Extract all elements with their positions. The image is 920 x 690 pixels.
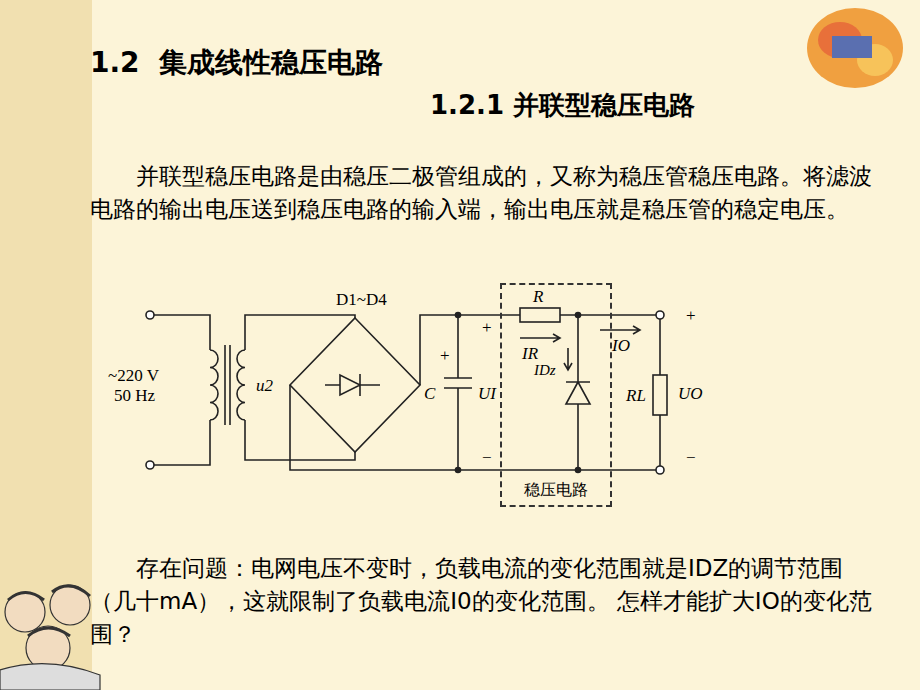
wires bbox=[146, 308, 667, 474]
section-heading: 1.2.1 并联型稳压电路 bbox=[430, 88, 695, 123]
polarity-mark: − bbox=[482, 448, 492, 468]
part-name: D1~D4 bbox=[336, 290, 387, 310]
polarity-mark: − bbox=[686, 448, 696, 468]
part-name: RL bbox=[626, 386, 646, 406]
polarity-mark: + bbox=[686, 306, 696, 326]
body-paragraph: 并联型稳压电路是由稳压二极管组成的，又称为稳压管稳压电路。将滤波电路的输出电压送… bbox=[90, 160, 880, 226]
cartoon-figures bbox=[0, 585, 100, 690]
signal-name: IR bbox=[522, 344, 538, 364]
part-name: R bbox=[533, 287, 543, 307]
source-label: 50 Hz bbox=[114, 386, 155, 406]
logo bbox=[807, 8, 903, 88]
body-paragraph: 存在问题：电网电压不变时，负载电流的变化范围就是IDZ的调节范围（几十mA），这… bbox=[90, 552, 880, 651]
polarity-mark: + bbox=[482, 318, 492, 338]
signal-name: IO bbox=[612, 336, 630, 356]
region-label: 稳压电路 bbox=[502, 480, 610, 501]
signal-name: UI bbox=[478, 384, 496, 404]
slide-title: 1.2 集成线性稳压电路 bbox=[90, 44, 383, 82]
signal-name: IDz bbox=[534, 362, 556, 379]
signal-name: u2 bbox=[256, 376, 273, 396]
polarity-mark: + bbox=[440, 346, 450, 366]
dashed-region: 稳压电路 bbox=[500, 283, 612, 507]
signal-name: UO bbox=[678, 384, 703, 404]
part-name: C bbox=[424, 384, 435, 404]
source-label: ~220 V bbox=[108, 366, 159, 386]
